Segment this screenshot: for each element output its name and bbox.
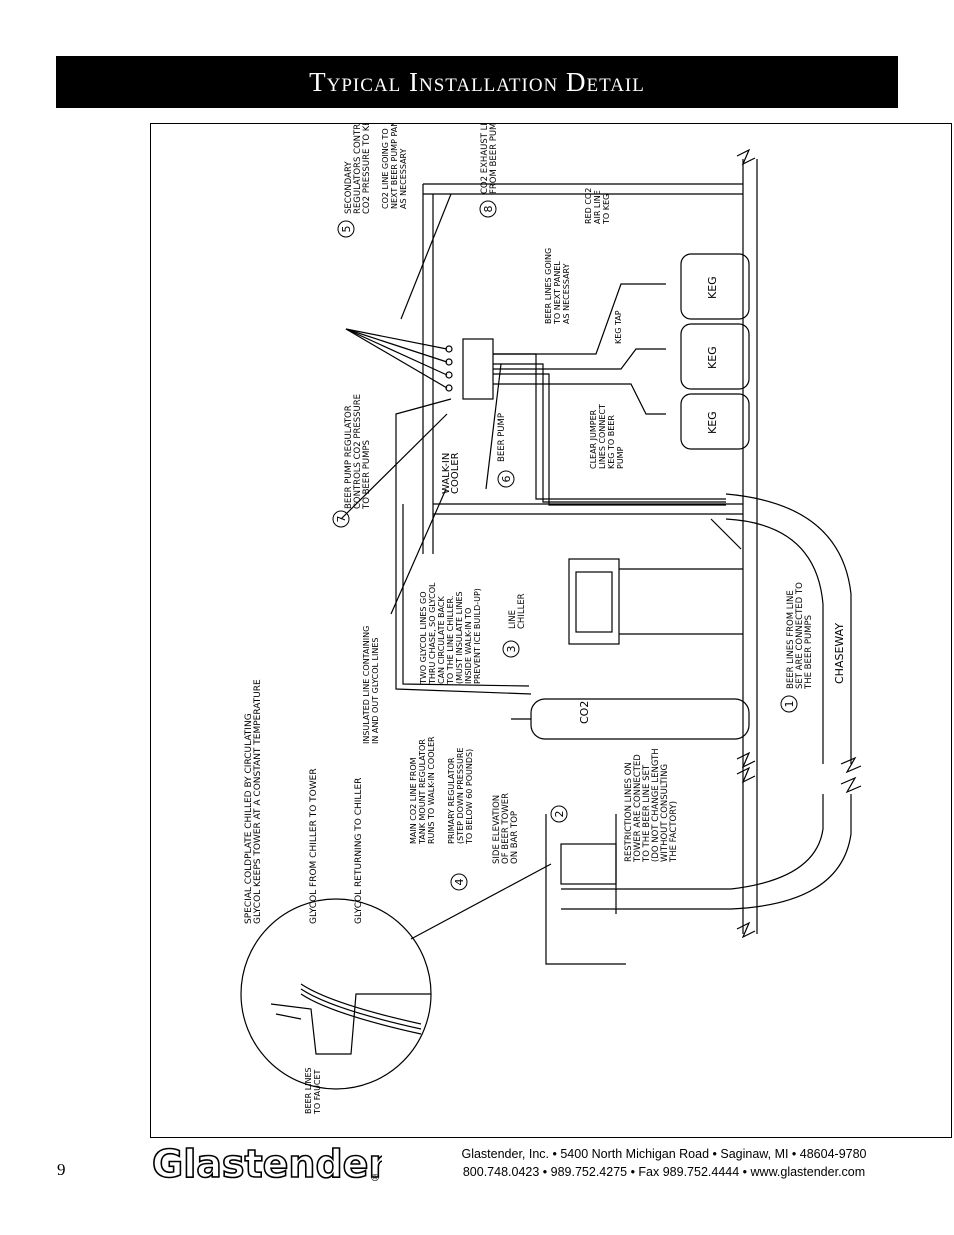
main-co2-label: MAIN CO2 LINE FROMTANK MOUNT REGULATORRU…	[409, 736, 436, 845]
keg-1	[680, 253, 750, 320]
insulated-line-label: INSULATED LINE CONTAININGIN AND OUT GLYC…	[362, 626, 380, 744]
logo-outline-text: Glastender	[152, 1142, 382, 1186]
logo-registered-mark: ®	[370, 1173, 380, 1184]
company-address: Glastender, Inc. • 5400 North Michigan R…	[461, 1147, 867, 1161]
clear-jumper-label: CLEAR JUMPERLINES CONNECTKEG TO BEERPUMP	[589, 404, 625, 469]
glastender-logo-mark: Glastender ®	[151, 1141, 388, 1187]
svg-text:2: 2	[553, 811, 566, 818]
co2-next-panel-label: CO2 LINE GOING TONEXT BEER PUMP PANELAS …	[381, 124, 408, 209]
callout-6-marker: 6	[497, 470, 515, 488]
callout-4-text: SIDE ELEVATIONOF BEER TOWERON BAR TOP	[492, 793, 520, 864]
callout-8-marker: 8	[479, 200, 497, 218]
primary-regulator-label: PRIMARY REGULATOR(STEP DOWN PRESSURETO B…	[447, 748, 474, 845]
page-number: 9	[57, 1160, 66, 1179]
callout-8-text: CO2 EXHAUST LINEFROM BEER PUMPS	[480, 124, 499, 194]
co2-tank-label: CO2	[578, 701, 591, 724]
chase-pipe-outer	[725, 493, 852, 764]
callout-2-text: RESTRICTION LINES ONTOWER ARE CONNECTEDT…	[624, 748, 679, 863]
callout-1-marker: 1	[780, 695, 798, 713]
keg-3	[680, 393, 750, 450]
callout-3-marker: 3	[502, 640, 520, 658]
callout-5-marker: 5	[337, 220, 355, 238]
callout-5-text: SECONDARYREGULATORS CONTROLCO2 PRESSURE …	[344, 124, 372, 214]
page-title: Typical Installation Detail	[309, 66, 645, 97]
company-contact-info: Glastender, Inc. • 5400 North Michigan R…	[410, 1145, 918, 1181]
callout-7-marker: 7	[332, 510, 350, 528]
callout-1-text: BEER LINES FROM LINESET ARE CONNECTED TO…	[786, 582, 814, 690]
company-phone: 800.748.0423 • 989.752.4275 • Fax 989.75…	[462, 1165, 866, 1179]
line-chiller	[568, 558, 620, 645]
callout-2-marker: 2	[550, 805, 568, 823]
callout-7-text: BEER PUMP REGULATORCONTROLS CO2 PRESSURE…	[344, 394, 372, 510]
keg-tap-label: KEG TAP	[614, 310, 623, 344]
glycol-loop	[395, 398, 532, 695]
svg-text:3: 3	[505, 646, 518, 653]
glastender-logo: Glastender ®	[151, 1141, 388, 1187]
title-bar: Typical Installation Detail	[56, 56, 898, 108]
keg-2	[680, 323, 750, 390]
wall-break-bottom	[736, 921, 756, 939]
glycol-returning-label: GLYCOL RETURNING TO CHILLER	[354, 778, 364, 924]
installation-drawing: 1 BEER LINES FROM LINESET ARE CONNECTED T…	[240, 124, 862, 1115]
beer-tower	[545, 814, 626, 965]
callout-6-text: BEER PUMP	[497, 413, 507, 462]
red-co2-label: RED CO2AIR LINETO KEG	[584, 188, 611, 225]
glycol-lines-label: TWO GLYCOL LINES GOTHRU CHASE, SO GLYCOL…	[419, 582, 482, 685]
beer-pump-panel	[462, 338, 494, 400]
svg-text:6: 6	[500, 476, 513, 483]
svg-text:8: 8	[482, 206, 495, 213]
co2-tank	[530, 698, 750, 740]
keg-label-2: KEG	[706, 346, 719, 369]
wall-break-mid	[736, 751, 756, 769]
walk-in-cooler-label: WALK-INCOOLER	[441, 452, 461, 494]
svg-text:7: 7	[335, 516, 348, 523]
callout-4-marker: 4	[450, 873, 468, 891]
svg-text:4: 4	[453, 879, 466, 886]
keg-label-1: KEG	[706, 276, 719, 299]
wall-break-top	[736, 148, 756, 166]
glycol-to-tower-label: GLYCOL FROM CHILLER TO TOWER	[309, 768, 319, 924]
installation-drawing-frame: 1 BEER LINES FROM LINESET ARE CONNECTED T…	[150, 123, 952, 1138]
beer-to-faucet-label: BEER LINESTO FAUCET	[304, 1067, 322, 1115]
keg-label-3: KEG	[706, 411, 719, 434]
svg-text:1: 1	[783, 701, 796, 708]
callout-3-text: LINECHILLER	[508, 593, 527, 629]
beer-lines-next-panel-label: BEER LINES GOINGTO NEXT PANELAS NECESSAR…	[544, 248, 571, 325]
coldplate-label: SPECIAL COLDPLATE CHILLED BY CIRCULATING…	[244, 679, 263, 924]
chaseway-label: CHASEWAY	[833, 623, 846, 684]
svg-text:5: 5	[340, 226, 353, 233]
